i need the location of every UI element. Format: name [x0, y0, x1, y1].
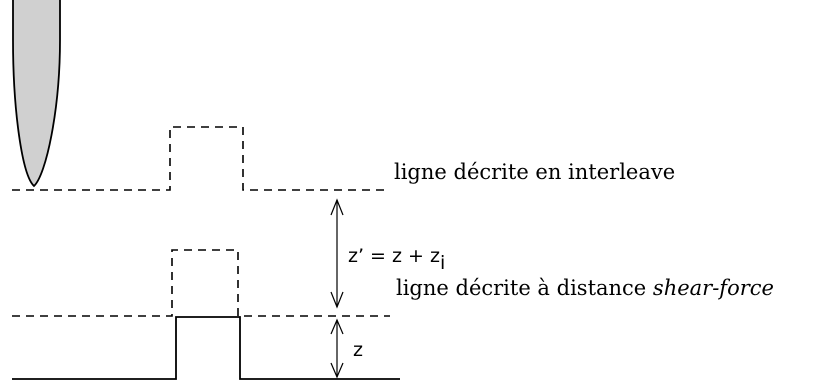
zprime-label: z’ = z + zi	[348, 245, 445, 274]
shearforce-line	[12, 249, 390, 317]
sample-surface	[12, 316, 400, 380]
interleave-label: ligne décrite en interleave	[394, 160, 675, 184]
z-label: z	[353, 339, 363, 361]
shearforce-label: ligne décrite à distance shear-force	[396, 276, 774, 300]
z-double-arrow	[330, 318, 344, 379]
interleave-line	[12, 126, 390, 191]
probe-tip	[12, 0, 61, 188]
zprime-double-arrow	[330, 198, 344, 309]
